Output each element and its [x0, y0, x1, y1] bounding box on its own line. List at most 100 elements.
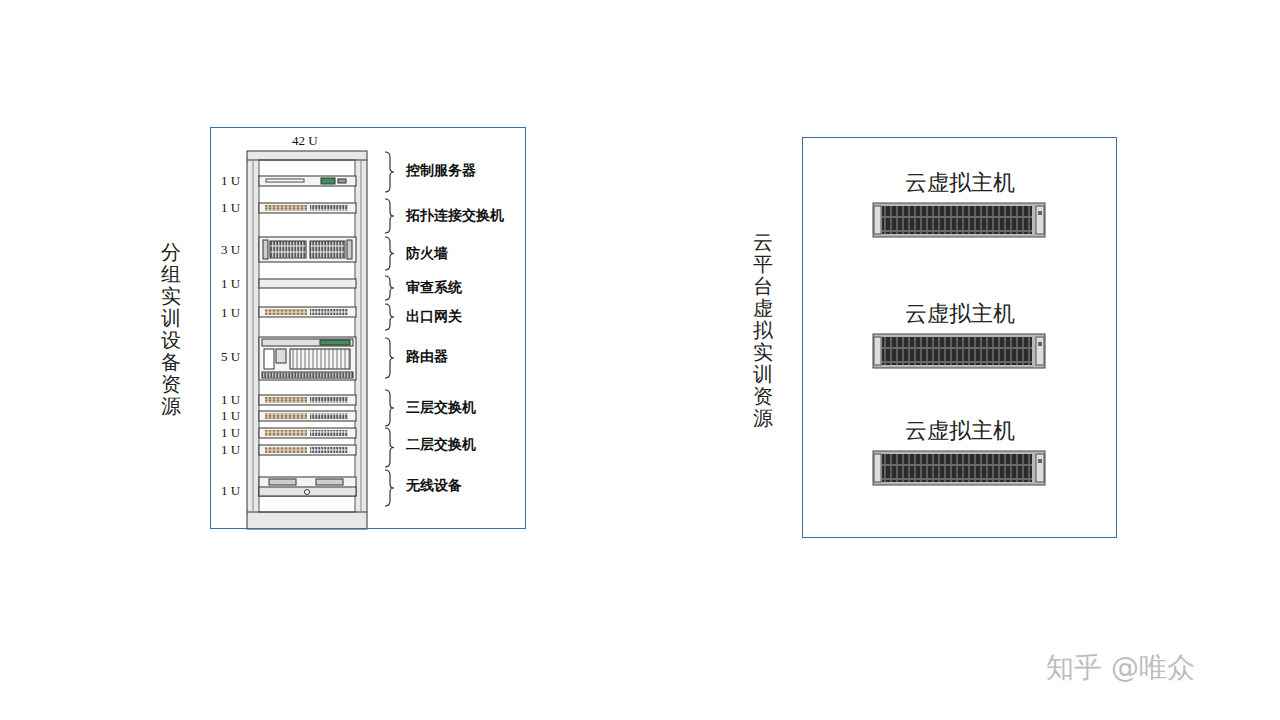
topology-switch — [259, 203, 356, 213]
cloud-server — [1038, 211, 1042, 215]
unit-height: 1 U — [221, 408, 240, 424]
layer2-switch — [259, 445, 356, 455]
layer3-switch — [310, 413, 348, 419]
cloud-server — [882, 206, 1032, 234]
group-brace — [385, 470, 394, 506]
unit-height: 1 U — [221, 442, 240, 458]
firewall — [270, 241, 306, 258]
router — [262, 372, 353, 378]
firewall — [259, 237, 356, 262]
device-name: 出口网关 — [406, 308, 462, 326]
cloud-server — [873, 203, 1045, 237]
wireless-device — [259, 477, 356, 496]
rack-size: 42 U — [292, 133, 318, 149]
panel-heading: 云平台虚拟实训资源 — [753, 231, 773, 429]
watermark: 知乎 @唯众 — [1046, 649, 1195, 687]
unit-height: 1 U — [221, 200, 240, 216]
device-name: 控制服务器 — [406, 162, 476, 180]
rack-frame — [253, 160, 254, 512]
group-brace — [385, 428, 394, 467]
device-name: 无线设备 — [406, 477, 462, 495]
device-name: 三层交换机 — [406, 399, 476, 417]
device-name: 防火墙 — [406, 245, 448, 263]
topology-switch — [265, 205, 307, 211]
cloud-server — [873, 203, 1045, 237]
exit-gateway — [259, 307, 356, 317]
device-name: 路由器 — [406, 348, 448, 366]
resource-panel: 分组实训设备资源 — [210, 127, 526, 529]
exit-gateway — [265, 309, 307, 315]
rack-frame — [247, 160, 367, 161]
resource-panel: 云平台虚拟实训资源云虚拟主机云虚拟主机云虚拟主机 — [802, 137, 1117, 538]
cloud-server — [1036, 337, 1044, 365]
router — [262, 339, 353, 346]
device-name: 二层交换机 — [406, 436, 476, 454]
layer2-switch — [259, 428, 356, 455]
exit-gateway — [310, 309, 348, 315]
layer3-switch — [259, 395, 356, 405]
group-brace — [385, 199, 394, 233]
unit-height: 3 U — [221, 242, 240, 258]
cloud-server — [873, 334, 1045, 368]
control-server — [338, 179, 346, 183]
cloud-server — [873, 451, 1045, 485]
layer2-switch — [265, 430, 307, 436]
wireless-device — [259, 477, 356, 496]
wireless-device — [316, 479, 343, 485]
cloud-server — [1038, 342, 1042, 346]
unit-height: 1 U — [221, 483, 240, 499]
device-name: 拓扑连接交换机 — [406, 207, 504, 225]
unit-height: 5 U — [221, 349, 240, 365]
cloud-host: 云虚拟主机 — [874, 335, 1046, 369]
cloud-server — [873, 451, 1045, 485]
host-heading: 云虚拟主机 — [854, 299, 1066, 329]
group-brace — [385, 276, 394, 300]
layer2-switch — [310, 447, 348, 453]
control-server — [259, 176, 356, 186]
panel-heading: 分组实训设备资源 — [161, 241, 181, 417]
unit-height: 1 U — [221, 173, 240, 189]
cloud-host: 云虚拟主机 — [874, 452, 1046, 486]
cloud-server — [882, 454, 1032, 482]
rack-frame — [247, 512, 367, 513]
layer3-switch — [259, 395, 356, 421]
device-name: 审查系统 — [406, 279, 462, 297]
layer3-switch — [310, 397, 348, 403]
router — [290, 349, 350, 369]
group-brace — [385, 338, 394, 378]
cloud-host: 云虚拟主机 — [874, 204, 1046, 238]
router — [276, 349, 286, 363]
rack-frame — [247, 151, 367, 529]
audit-system — [259, 279, 356, 288]
cloud-server — [873, 334, 1045, 368]
cloud-server — [874, 454, 881, 482]
router — [320, 340, 350, 345]
unit-height: 1 U — [221, 305, 240, 321]
cloud-server — [1036, 454, 1044, 482]
layer2-switch — [265, 447, 307, 453]
cloud-server — [874, 206, 881, 234]
router — [264, 349, 274, 369]
exit-gateway — [259, 307, 356, 317]
layer2-switch — [259, 428, 356, 438]
cloud-server — [1036, 206, 1044, 234]
control-server — [321, 178, 335, 184]
firewall — [263, 240, 268, 259]
router — [259, 337, 356, 380]
wireless-device — [259, 487, 356, 496]
cloud-server — [874, 337, 881, 365]
layer3-switch — [259, 411, 356, 421]
topology-switch — [259, 203, 356, 213]
host-heading: 云虚拟主机 — [854, 416, 1066, 446]
rack-frame — [259, 160, 355, 512]
layer2-switch — [310, 430, 348, 436]
layer3-switch — [265, 397, 307, 403]
firewall — [259, 237, 356, 262]
wireless-device — [269, 479, 296, 485]
group-brace — [385, 237, 394, 270]
host-heading: 云虚拟主机 — [854, 168, 1066, 198]
cloud-server — [882, 337, 1032, 365]
layer3-switch — [265, 413, 307, 419]
rack-frame — [247, 151, 367, 529]
